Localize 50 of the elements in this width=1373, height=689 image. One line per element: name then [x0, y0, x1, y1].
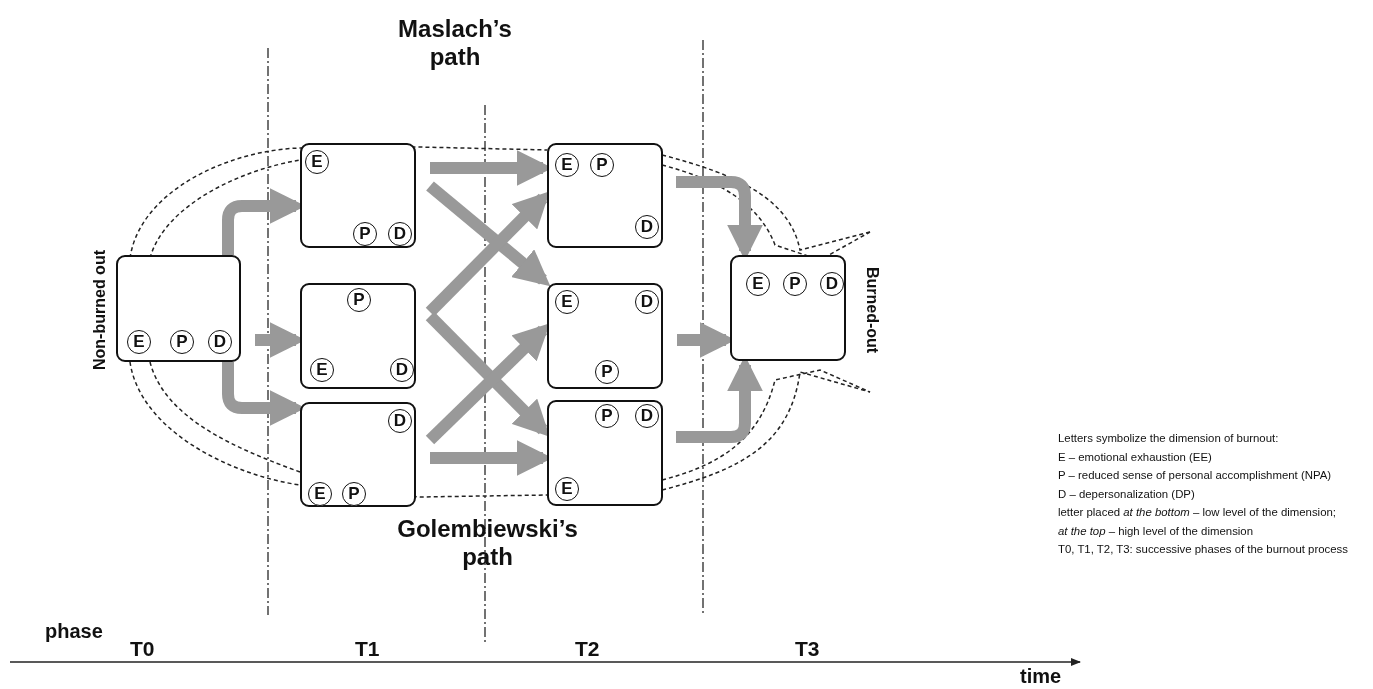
circled-letter: E	[308, 482, 332, 506]
state-caption: Non-burned out	[91, 250, 109, 370]
circled-letter: D	[388, 222, 412, 246]
axis-label: phase	[45, 620, 103, 643]
circled-letter: D	[208, 330, 232, 354]
circled-letter: P	[347, 288, 371, 312]
circled-letter: D	[820, 272, 844, 296]
circled-letter: E	[310, 358, 334, 382]
circled-letter: P	[595, 360, 619, 384]
circled-letter: E	[746, 272, 770, 296]
circled-letter: D	[388, 409, 412, 433]
circled-letter: E	[555, 477, 579, 501]
circled-letter: E	[127, 330, 151, 354]
legend-text: Letters symbolize the dimension of burnout:	[1058, 432, 1279, 444]
circled-letter: P	[170, 330, 194, 354]
circled-letter: P	[590, 153, 614, 177]
legend-text: T0, T1, T2, T3: successive phases of the burnout process	[1058, 543, 1348, 555]
circled-letter: D	[390, 358, 414, 382]
state-caption: Burned-out	[863, 266, 881, 354]
state-box	[300, 143, 416, 248]
arrow	[426, 181, 551, 287]
phase-label: T3	[795, 637, 820, 661]
circled-letter: E	[555, 290, 579, 314]
legend-text: D – depersonalization (DP)	[1058, 487, 1195, 500]
state-box	[547, 283, 663, 389]
circled-letter: P	[353, 222, 377, 246]
circled-letter: P	[783, 272, 807, 296]
state-box	[547, 143, 663, 248]
phase-label: T0	[130, 637, 155, 661]
legend-text: E – emotional exhaustion (EE)	[1058, 450, 1212, 463]
axis-label: time	[1020, 665, 1062, 688]
state-box	[116, 255, 241, 362]
circled-letter: P	[595, 404, 619, 428]
phase-label: T2	[575, 637, 600, 661]
path-title: Golembiewski’s path	[396, 515, 579, 571]
phase-label: T1	[355, 637, 380, 661]
circled-letter: E	[555, 153, 579, 177]
legend-text: at the top – high level of the dimension	[1058, 524, 1254, 537]
circled-letter: P	[342, 482, 366, 506]
circled-letter: D	[635, 404, 659, 428]
legend-text: letter placed at the bottom – low level of the dimension;	[1058, 506, 1336, 518]
circled-letter: E	[305, 150, 329, 174]
circled-letter: D	[635, 290, 659, 314]
state-box	[300, 283, 416, 389]
path-title: Maslach’s path	[397, 15, 513, 71]
state-box	[300, 402, 416, 507]
circled-letter: D	[635, 215, 659, 239]
legend-text: P – reduced sense of personal accomplishment (NPA)	[1058, 469, 1332, 481]
state-box	[547, 400, 663, 506]
state-box	[730, 255, 846, 361]
